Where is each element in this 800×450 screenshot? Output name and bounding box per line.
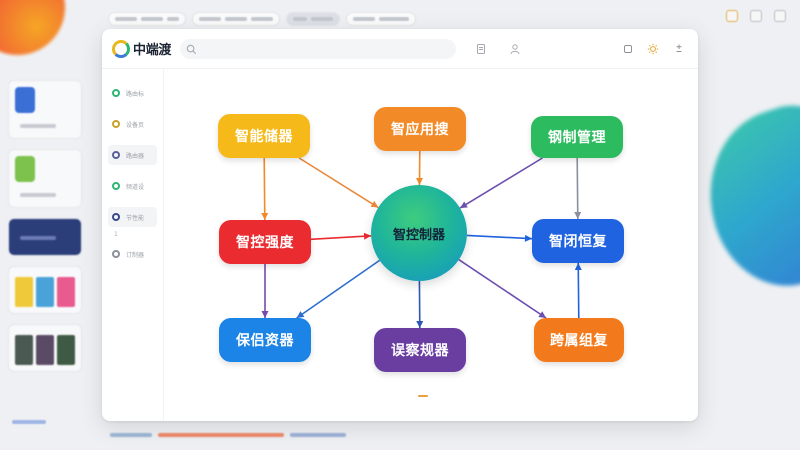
background-tab [346, 12, 416, 26]
node-label: 跨属组复 [550, 333, 608, 349]
sidebar-item[interactable]: 节性能 [108, 207, 157, 227]
node-label: 钢制管理 [548, 130, 606, 146]
page-indicator [418, 395, 428, 397]
background-tab [286, 12, 340, 26]
connector-line [296, 259, 381, 319]
connector-arrowhead [416, 320, 424, 328]
background-link [12, 420, 46, 424]
mind-map-node[interactable]: 智闭恒复 [532, 219, 624, 263]
connector-line [263, 157, 266, 221]
background-card [8, 218, 82, 256]
connector-line [466, 234, 533, 240]
connector-line [310, 235, 372, 241]
node-label: 智控强度 [236, 235, 294, 251]
node-label: 误察规器 [391, 343, 449, 359]
square-icon[interactable] [621, 42, 635, 56]
connector-arrowhead [460, 201, 468, 209]
background-card [8, 266, 82, 314]
connector-arrowhead [538, 311, 547, 318]
sidebar-item-icon [112, 120, 120, 128]
mind-map: 智控制器 智能储器 智应用搜 钢制管理 智控强度 智闭恒复 保侣资器 误察规器 … [102, 29, 698, 421]
connector-arrowhead [524, 234, 532, 242]
connector-arrowhead [574, 211, 582, 219]
sidebar-item-icon [112, 250, 120, 258]
logo-icon [112, 39, 130, 58]
mind-map-links [261, 150, 582, 329]
connector-line [576, 157, 579, 220]
sidebar-item-label: 路由器 [126, 152, 145, 160]
background-window-icon [750, 10, 762, 22]
background-card-list [8, 80, 84, 382]
app-window: 中端渡 路由标 设备页 路由器 [102, 29, 698, 421]
logo[interactable]: 中端渡 [112, 39, 171, 58]
node-label: 智闭恒复 [549, 234, 607, 250]
sidebar-item-icon [112, 89, 120, 97]
sidebar-item-icon [112, 182, 120, 190]
document-icon[interactable] [474, 42, 488, 56]
background-tab [192, 12, 280, 26]
mind-map-node[interactable]: 智控强度 [219, 220, 311, 264]
connector-arrowhead [261, 311, 269, 318]
background-card [8, 149, 82, 208]
node-label: 保侣资器 [236, 333, 294, 349]
connector-arrowhead [370, 200, 379, 208]
center-node-label: 智控制器 [392, 227, 445, 243]
search-bar[interactable] [180, 39, 456, 59]
background-close-icon [774, 10, 786, 22]
mind-map-node[interactable]: 智能储器 [218, 114, 310, 158]
node-label: 智应用搜 [391, 122, 449, 138]
sun-icon[interactable] [646, 42, 660, 56]
background-tab-strip [108, 12, 416, 26]
mind-map-node[interactable]: 智应用搜 [374, 107, 466, 151]
background-tab [108, 12, 186, 26]
sidebar-item-label: 节性能 [126, 214, 145, 222]
sidebar-marker: 1 [114, 231, 118, 238]
connector-arrowhead [416, 177, 424, 186]
node-label: 智能储器 [235, 129, 293, 145]
connector-arrowhead [574, 263, 582, 271]
mind-map-node[interactable]: 保侣资器 [219, 318, 311, 362]
sidebar-item-label: 路由标 [126, 90, 145, 98]
decorative-teal-blob [686, 91, 800, 304]
sidebar-item[interactable]: 频道设 [108, 176, 157, 196]
sidebar-item-label: 订制器 [126, 251, 145, 259]
background-bottom-bars [110, 433, 346, 437]
sidebar-item[interactable]: 设备页 [108, 114, 157, 134]
top-bar: 中端渡 [102, 29, 698, 69]
sidebar-item-icon [112, 151, 120, 159]
mind-map-node[interactable]: 跨属组复 [534, 318, 624, 362]
sidebar: 路由标 设备页 路由器 频道设 节性能 1 订制器 [102, 69, 164, 421]
plus-minus-icon[interactable] [672, 42, 686, 56]
background-card [8, 80, 82, 139]
background-card [8, 324, 82, 372]
logo-text: 中端渡 [133, 43, 172, 58]
connector-line [459, 157, 543, 209]
mind-map-node[interactable]: 钢制管理 [531, 116, 623, 158]
search-input[interactable] [201, 44, 441, 54]
connector-arrowhead [296, 311, 305, 318]
mind-map-node[interactable]: 误察规器 [374, 328, 466, 372]
decorative-orange-blob [0, 0, 65, 55]
connector-arrowhead [261, 212, 269, 220]
sidebar-item[interactable]: 订制器 [108, 244, 157, 264]
sidebar-item[interactable]: 路由标 [108, 83, 157, 103]
user-icon[interactable] [508, 42, 522, 56]
connector-line [577, 262, 580, 319]
sidebar-item-icon [112, 213, 120, 221]
sidebar-item[interactable]: 路由器 [108, 145, 157, 165]
search-icon [186, 44, 197, 54]
background-bulb-icon [726, 10, 738, 22]
mind-map-center-node[interactable]: 智控制器 [371, 185, 467, 281]
background-top-icons [726, 10, 786, 22]
connector-arrowhead [363, 232, 372, 240]
connector-line [458, 259, 547, 319]
connector-line [298, 157, 379, 209]
sidebar-item-label: 频道设 [126, 183, 145, 191]
sidebar-item-label: 设备页 [126, 121, 145, 129]
